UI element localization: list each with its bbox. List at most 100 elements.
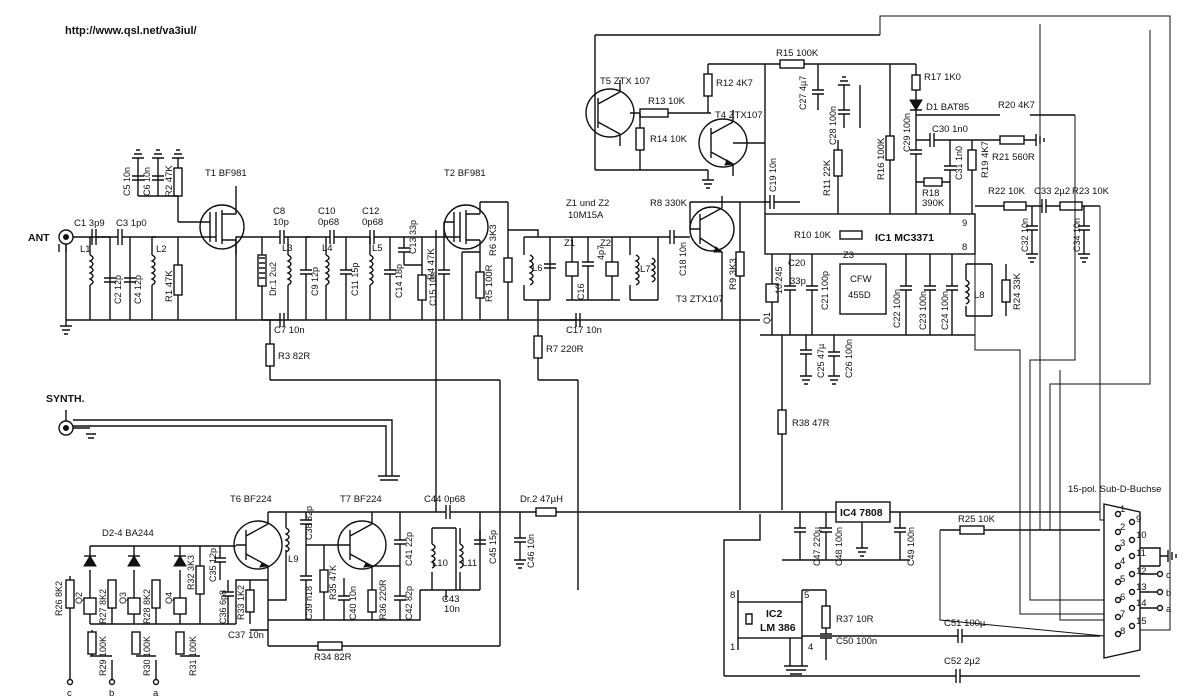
c30-capacitor: C30 1n0 <box>916 124 990 147</box>
svg-text:0p68: 0p68 <box>362 217 383 228</box>
svg-text:1: 1 <box>730 642 735 653</box>
svg-text:C38 82p: C38 82p <box>304 506 314 540</box>
svg-text:C12: C12 <box>362 206 379 217</box>
r33-resistor: R33 1K2 <box>236 580 255 624</box>
svg-text:1: 1 <box>1120 504 1125 515</box>
source-url: http://www.qsl.net/va3iul/ <box>65 25 197 37</box>
c45-capacitor: C45 15p <box>474 530 498 564</box>
svg-text:L5: L5 <box>372 243 383 254</box>
svg-text:3: 3 <box>1120 538 1125 549</box>
r27-resistor: R27 8K2 <box>98 579 117 624</box>
svg-text:R18: R18 <box>922 188 939 199</box>
svg-text:C35 12p: C35 12p <box>208 548 218 582</box>
svg-text:T4 ZTX107: T4 ZTX107 <box>715 110 763 121</box>
svg-text:LM 386: LM 386 <box>760 622 796 634</box>
svg-text:12: 12 <box>1136 566 1147 577</box>
svg-text:4: 4 <box>1120 556 1125 567</box>
c36-capacitor: C36 6p8 <box>218 580 234 624</box>
r23-resistor: R23 10K <box>1059 186 1110 211</box>
svg-text:R2 47K: R2 47K <box>164 165 175 197</box>
c22-capacitor: C22 100n <box>892 254 912 335</box>
svg-text:C51 100µ: C51 100µ <box>944 618 986 629</box>
c50-capacitor: C50 100n <box>820 633 877 660</box>
subd-c-label: c <box>1166 570 1171 581</box>
ic2-lm386: IC2 LM 386 8 1 5 4 <box>730 590 813 653</box>
r8-resistor: R8 330K <box>650 198 760 229</box>
svg-text:R17 1K0: R17 1K0 <box>924 72 961 83</box>
r19-resistor: R19 4K7 <box>967 140 991 214</box>
r30-resistor: R30 100K <box>131 631 152 676</box>
svg-text:R27 8K2: R27 8K2 <box>98 589 108 624</box>
svg-text:R15 100K: R15 100K <box>776 48 819 59</box>
svg-text:L1: L1 <box>80 244 91 255</box>
svg-text:C30 1n0: C30 1n0 <box>932 124 968 135</box>
route-wire-1 <box>879 15 1171 631</box>
svg-text:Z1 und Z2: Z1 und Z2 <box>566 198 609 209</box>
r9-resistor: R9 3K3 <box>728 202 745 510</box>
r20-resistor: R20 4K7 <box>916 100 1075 116</box>
svg-text:C48 100n: C48 100n <box>834 527 844 566</box>
c26-capacitor: C26 100n <box>828 335 854 385</box>
svg-text:C23 100n: C23 100n <box>918 291 928 330</box>
svg-text:CFW: CFW <box>850 274 872 285</box>
svg-text:C7 10n: C7 10n <box>274 325 305 336</box>
l3-c9-tank: L3 C9 12p <box>282 237 320 320</box>
svg-text:R38 47R: R38 47R <box>792 418 830 429</box>
r35-resistor: R35 47K <box>319 545 338 620</box>
svg-text:C5 10n: C5 10n <box>122 167 132 196</box>
svg-text:R32 3K3: R32 3K3 <box>186 555 196 590</box>
d3-diode <box>127 546 141 580</box>
route-wire-3 <box>974 254 1104 615</box>
svg-text:C27 4µ7: C27 4µ7 <box>798 76 808 110</box>
svg-text:4p7: 4p7 <box>596 245 606 260</box>
svg-text:R33 1K2: R33 1K2 <box>236 585 246 620</box>
c34-capacitor: C34 10n <box>1072 206 1090 263</box>
svg-text:IC4 7808: IC4 7808 <box>840 507 883 519</box>
c10-capacitor: C10 0p68 <box>306 206 352 244</box>
svg-text:C26 100n: C26 100n <box>844 339 854 378</box>
l4-c11-tank: L4 C11 15p <box>322 237 360 320</box>
svg-text:R20 4K7: R20 4K7 <box>998 100 1035 111</box>
svg-text:5: 5 <box>804 590 809 601</box>
subd-15-connector: 1 9 2 10 3 11 4 12 5 13 6 14 7 15 8 <box>1103 503 1147 659</box>
svg-text:R21 560R: R21 560R <box>992 152 1035 163</box>
svg-text:Q2: Q2 <box>74 592 84 604</box>
svg-text:C46 10n: C46 10n <box>526 534 536 568</box>
svg-text:C11 15p: C11 15p <box>350 263 360 296</box>
svg-text:10n: 10n <box>444 604 460 615</box>
svg-text:C49 100n: C49 100n <box>906 527 916 566</box>
r2-resistor: R2 47K <box>164 149 184 222</box>
svg-text:R26 8K2: R26 8K2 <box>54 581 64 616</box>
svg-text:L9: L9 <box>288 554 299 565</box>
c52-capacitor: C52 2µ2 <box>724 656 1140 683</box>
svg-text:R1 47K: R1 47K <box>164 270 175 302</box>
c15-capacitor: C15 10n <box>428 222 450 320</box>
svg-text:R13 10K: R13 10K <box>648 96 686 107</box>
l9-coil: L9 <box>284 527 299 565</box>
r5-resistor: R5 100R <box>461 251 495 320</box>
t6-transistor: T6 BF224 <box>230 494 283 610</box>
r22-resistor: R22 10K <box>975 186 1038 211</box>
svg-text:L3: L3 <box>282 243 293 254</box>
route-wire-2 <box>1029 115 1104 601</box>
svg-text:11: 11 <box>1136 548 1146 559</box>
l2-c4-tank: C4 12p L2 <box>124 237 167 320</box>
svg-text:C22 100n: C22 100n <box>892 289 902 328</box>
svg-text:R22 10K: R22 10K <box>988 186 1026 197</box>
svg-text:R12 4K7: R12 4K7 <box>716 78 753 89</box>
svg-text:10M15A: 10M15A <box>568 210 604 221</box>
svg-text:C31 1n0: C31 1n0 <box>954 146 964 180</box>
svg-text:C19 10n: C19 10n <box>768 158 778 192</box>
svg-text:R10 10K: R10 10K <box>794 230 832 241</box>
svg-text:8: 8 <box>730 590 735 601</box>
svg-text:L10: L10 <box>432 558 448 569</box>
c27-capacitor: C27 4µ7 <box>798 64 824 110</box>
c35-capacitor: C35 12p <box>208 546 226 582</box>
d4-diode <box>173 546 187 580</box>
route-wire-5 <box>1039 24 1100 531</box>
svg-text:R3 82R: R3 82R <box>278 351 310 362</box>
svg-text:Q1: Q1 <box>762 312 772 324</box>
c20-capacitor: C20 33p <box>784 254 806 335</box>
svg-text:Q3: Q3 <box>118 592 128 604</box>
d2-diode <box>83 546 97 580</box>
